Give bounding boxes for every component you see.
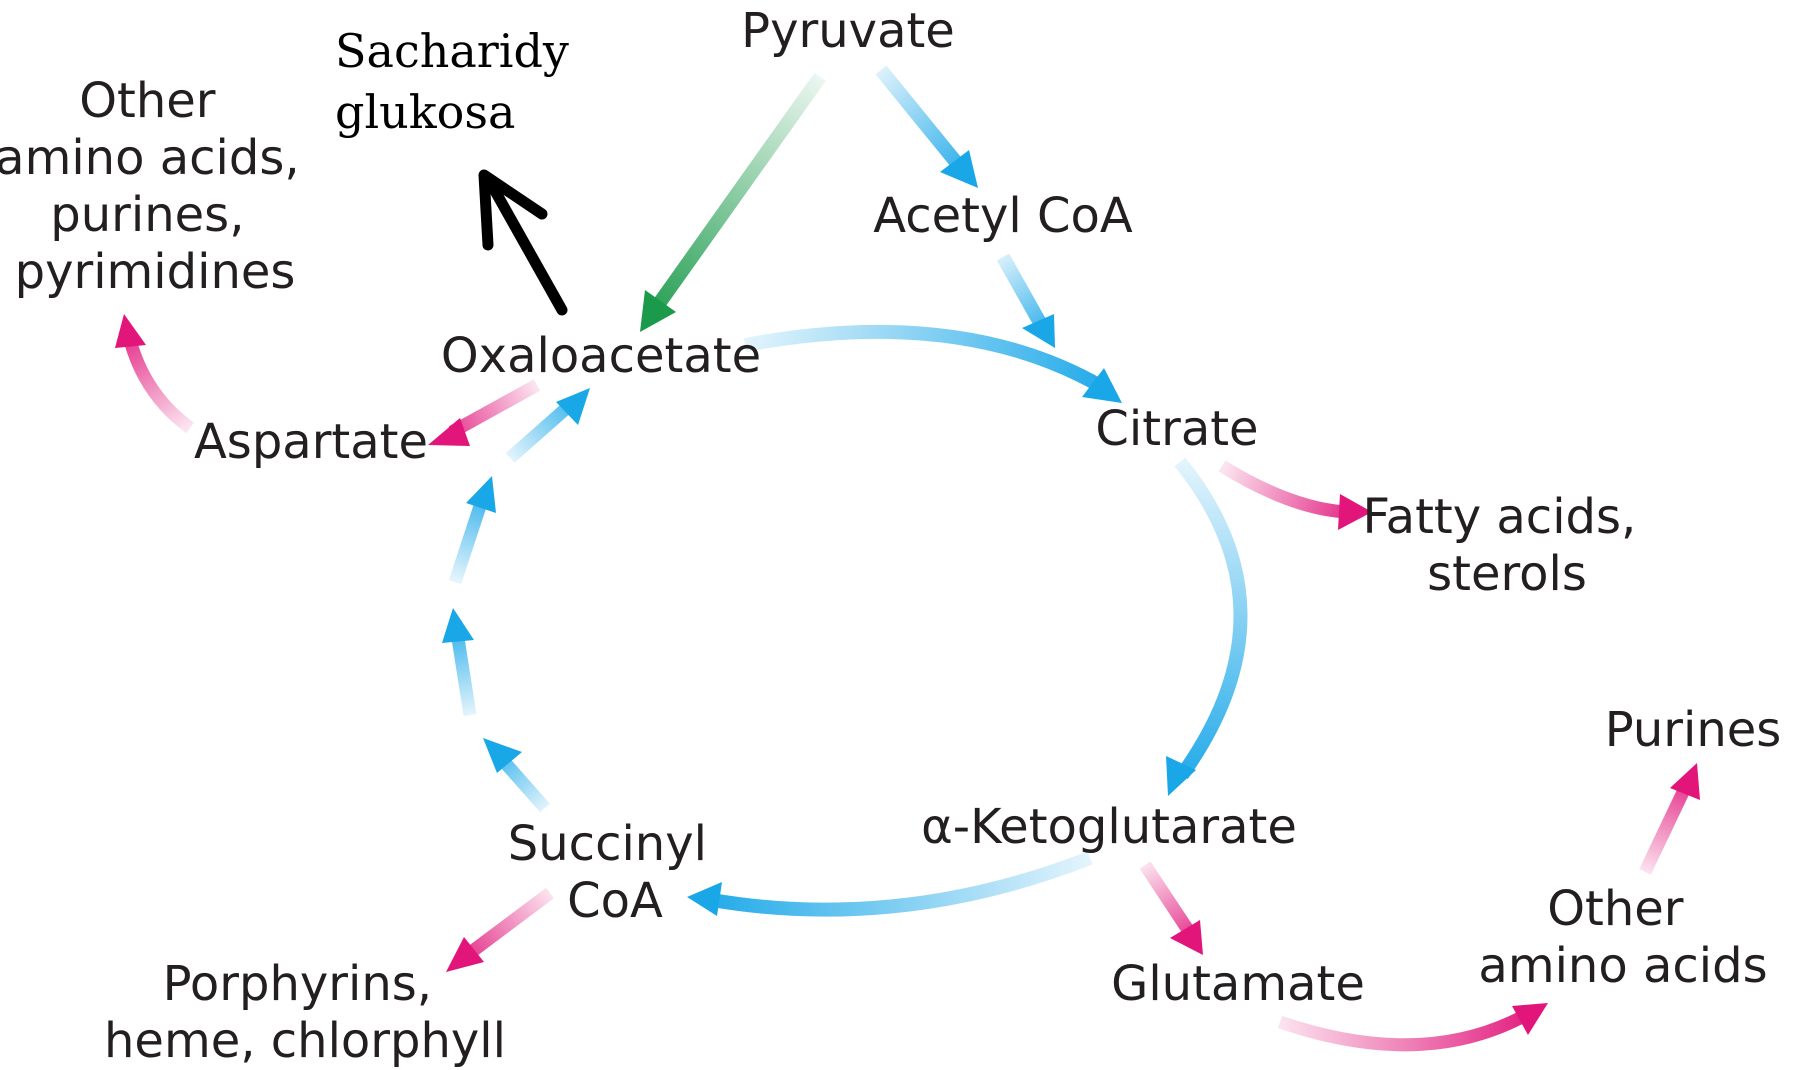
label-line: purines, [50, 187, 244, 243]
arrow-oxaloacetate-to-sugars [478, 169, 568, 316]
label-line: Fatty acids, [1362, 489, 1636, 545]
label-succinyl-coa: Succinyl CoA [508, 816, 722, 929]
label-line: pyrimidines [15, 244, 296, 300]
label-citrate: Citrate [1095, 401, 1258, 457]
label-line: Sacharidy [335, 24, 569, 78]
label-line: Succinyl [508, 816, 707, 872]
arrow-glutamate-to-other-amino-acids [1277, 1003, 1548, 1052]
arrow-acetyl-coa-to-citrate [996, 253, 1055, 348]
arrow-other-amino-acids-to-purines [1639, 763, 1700, 875]
label-pyruvate: Pyruvate [741, 3, 955, 59]
arrow-citrate-to-fatty-acids [1218, 460, 1372, 530]
arrow-cycle-segment-4 [505, 388, 590, 463]
arrow-alpha-ketoglutarate-to-glutamate [1139, 861, 1203, 955]
label-other-amino-acids: Other amino acids [1478, 881, 1767, 994]
arrow-aspartate-to-other-amino-acids [115, 314, 194, 434]
label-porphyrins-heme-chlorphyll: Porphyrins, heme, chlorphyll [104, 956, 506, 1069]
arrow-cycle-segment-3 [448, 476, 496, 585]
arrow-oxaloacetate-to-aspartate [428, 379, 541, 446]
arrow-citrate-to-alpha-ketoglutarate [1166, 457, 1248, 796]
arrow-alpha-ketoglutarate-to-succinyl-coa [687, 851, 1093, 917]
arrow-oxaloacetate-to-citrate [743, 324, 1122, 403]
label-purines: Purines [1605, 702, 1782, 758]
arrow-cycle-segment-1 [483, 738, 550, 813]
label-line: sterols [1427, 546, 1587, 602]
label-line: Other [1547, 881, 1684, 937]
label-oxaloacetate: Oxaloacetate [441, 328, 761, 384]
label-acetyl-coa: Acetyl CoA [873, 188, 1133, 244]
label-line: amino acids [1478, 938, 1767, 994]
arrow-cycle-segment-2 [442, 608, 477, 717]
label-aspartate: Aspartate [194, 414, 428, 470]
label-other-amino-acids-purines-pyrimidines: Other amino acids, purines, pyrimidines [0, 73, 315, 300]
label-line: Other [79, 73, 216, 129]
label-alpha-ketoglutarate: α-Ketoglutarate [921, 799, 1297, 855]
arrow-pyruvate-to-oxaloacetate [640, 72, 826, 332]
arrow-pyruvate-to-acetyl-coa [875, 65, 978, 188]
arrow-succinyl-coa-to-porphyrins [446, 887, 554, 972]
label-line: Porphyrins, [163, 956, 432, 1012]
label-line: amino acids, [0, 130, 300, 186]
label-line: glukosa [335, 85, 515, 139]
label-fatty-acids-sterols: Fatty acids, sterols [1362, 489, 1651, 602]
label-sacharidy-glukosa: Sacharidy glukosa [335, 24, 584, 139]
label-glutamate: Glutamate [1111, 956, 1365, 1012]
label-line: heme, chlorphyll [104, 1013, 506, 1069]
label-line: CoA [567, 873, 663, 929]
